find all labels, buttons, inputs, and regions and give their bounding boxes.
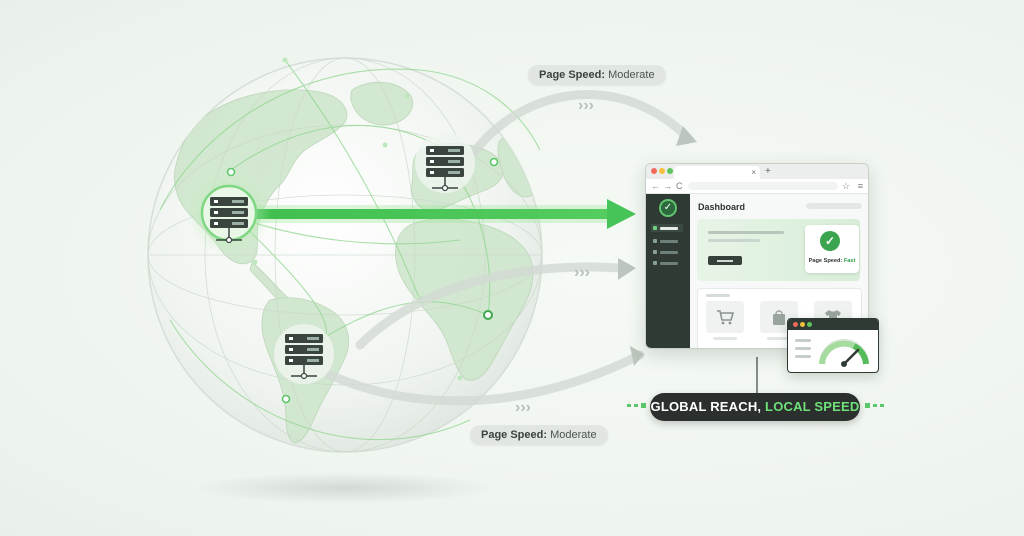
tagline-part-2: LOCAL SPEED [765,399,860,414]
globe [147,57,543,453]
browser-toolbar: ← → C ☆ ≡ [646,179,868,194]
maximize-window-dot[interactable] [667,168,673,174]
logo-check-icon: ✓ [659,199,677,217]
africa-land [395,218,534,381]
browser-tab-bar: × + [646,164,868,179]
sidebar-item-dashboard[interactable] [651,224,683,232]
check-icon: ✓ [820,231,840,251]
svg-text:›››: ››› [574,264,590,281]
back-icon[interactable]: ← [651,181,660,191]
close-window-dot[interactable] [651,168,657,174]
speed-gauge-window [787,318,879,373]
route-arrow-middle: ››› [355,258,636,350]
sidebar-item[interactable] [651,250,683,256]
tagline-part-1: GLOBAL REACH, [650,399,762,414]
greenland-land [350,81,414,126]
route-arrow-top: ››› [463,90,697,165]
page-speed-label-value: Moderate [550,429,597,441]
forward-icon[interactable]: → [663,181,672,191]
route-arrow-bottom: ››› [325,346,645,416]
page-speed-card: ✓ Page Speed: Fast [805,225,859,273]
server-icon [210,197,248,244]
fast-route-arrow [245,199,636,229]
globe-shadow [195,472,495,504]
server-europe [415,133,475,193]
page-speed-label-key: Page Speed: [481,429,548,441]
dashboard-sidebar: ✓ [646,194,690,348]
product-card[interactable] [706,301,744,333]
page-speed-label-bottom: Page Speed: Moderate [470,425,608,445]
server-north-america [187,171,271,255]
tagline-banner: GLOBAL REACH, LOCAL SPEED [650,393,860,421]
hero-button[interactable] [708,256,742,265]
tagline-dashes [627,403,884,408]
sidebar-item[interactable] [651,261,683,267]
search-bar[interactable] [806,203,862,209]
dashboard-title: Dashboard [698,202,746,212]
shopping-bag-icon [773,310,785,325]
new-tab-icon[interactable]: + [765,166,771,177]
page-speed-label-key: Page Speed: [539,69,606,81]
cart-icon [717,310,735,325]
hero-banner: ✓ Page Speed: Fast [697,219,860,281]
browser-tab[interactable]: × [674,166,760,179]
gauge-window-titlebar [788,319,878,330]
page-speed-fast: Fast [843,258,856,264]
menu-icon[interactable]: ≡ [857,181,863,191]
address-bar[interactable] [688,182,838,190]
page-speed-label-top: Page Speed: Moderate [528,65,666,85]
svg-text:›››: ››› [515,399,531,416]
page-speed-label-value: Moderate [608,69,655,81]
server-south-america [274,324,334,384]
minimize-window-dot[interactable] [659,168,665,174]
reload-icon[interactable]: C [676,181,683,191]
sidebar-item[interactable] [651,239,683,245]
svg-text:›››: ››› [578,97,594,114]
speedometer-icon [795,339,869,367]
bookmark-icon[interactable]: ☆ [841,181,850,191]
tab-close-icon[interactable]: × [751,168,756,177]
page-speed-card-label: Page Speed: Fast [808,258,856,264]
